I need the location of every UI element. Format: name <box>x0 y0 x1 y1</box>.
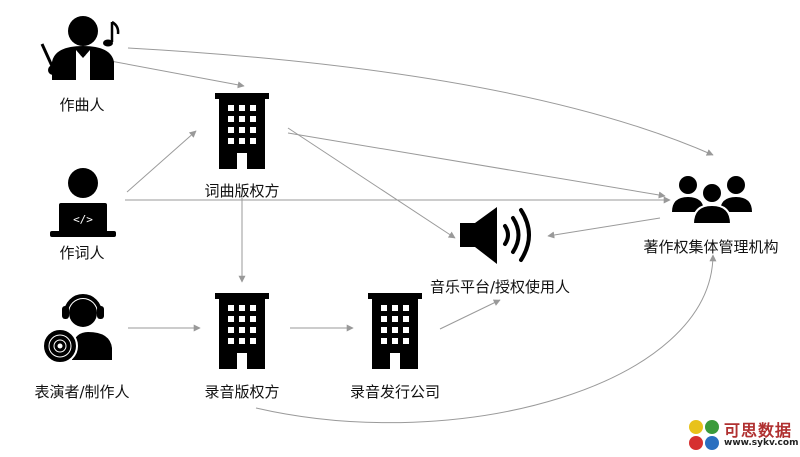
watermark-url: www.sykv.com <box>724 438 799 448</box>
headphone-disc-icon <box>42 294 112 364</box>
label-composer: 作曲人 <box>59 96 105 114</box>
arrow-collective-to-platform <box>547 217 661 239</box>
arrow-lyricist-to-lyrics-rights <box>126 130 197 193</box>
building-icon-recording-rights <box>215 293 269 369</box>
label-lyrics-music-rights: 词曲版权方 <box>204 182 280 200</box>
arrow-recording-rights-to-collective <box>255 254 717 424</box>
svg-text:</>: </> <box>73 213 93 226</box>
label-music-platform: 音乐平台/授权使用人 <box>429 278 571 296</box>
coder-laptop-icon: </> <box>50 168 116 237</box>
label-performer: 表演者/制作人 <box>34 383 130 401</box>
arrow-lyrics-rights-to-collective <box>287 132 666 199</box>
arrow-composer-to-lyrics-rights <box>104 59 245 89</box>
arrow-composer-to-collective <box>127 47 714 156</box>
building-icon-lyrics-rights <box>215 93 269 169</box>
watermark-title: 可思数据 <box>724 421 793 440</box>
label-record-label: 录音发行公司 <box>349 383 441 401</box>
conductor-icon <box>40 16 120 80</box>
label-lyricist: 作词人 <box>59 244 105 262</box>
group-icon <box>672 176 752 225</box>
arrow-lyrics-rights-to-platform <box>287 127 456 239</box>
building-icon-record-label <box>368 293 422 369</box>
watermark: 可思数据 www.sykv.com <box>684 412 800 457</box>
connectors <box>104 47 717 424</box>
watermark-logo-icon <box>689 420 719 450</box>
arrow-label-to-platform <box>439 299 501 330</box>
label-collective-org: 著作权集体管理机构 <box>643 238 779 256</box>
speaker-icon <box>460 207 531 264</box>
label-recording-rights: 录音版权方 <box>204 383 280 401</box>
